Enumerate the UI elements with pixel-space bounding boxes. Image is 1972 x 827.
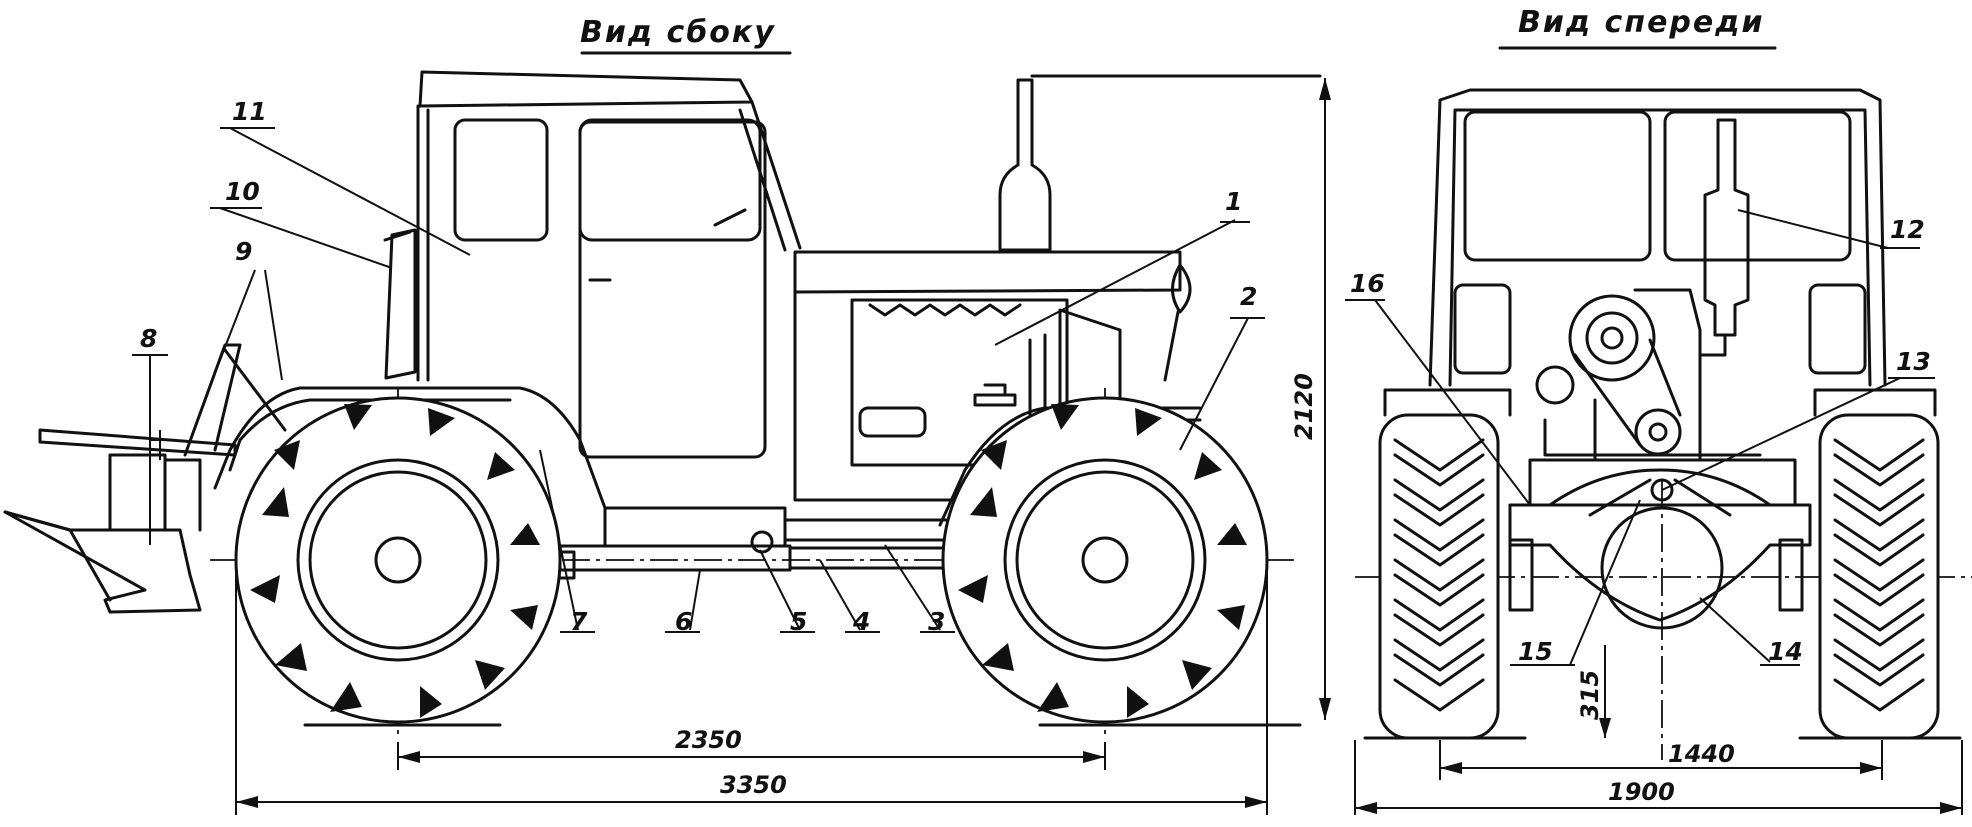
- width-dimension: 1900: [1608, 778, 1675, 806]
- front-lamp-right: [1808, 283, 1867, 375]
- front-fender: [938, 406, 1202, 527]
- callout-15: 15: [1518, 637, 1553, 666]
- height-dimension: 2120: [1290, 373, 1318, 440]
- front-exhaust: [1703, 118, 1750, 337]
- front-dimensions: 315 1440 1900: [1354, 645, 1963, 815]
- callout-13: 13: [1896, 347, 1931, 376]
- callout-11: 11: [232, 97, 267, 126]
- rear-window: [453, 118, 549, 242]
- engine-block: [850, 298, 1069, 467]
- headlight: [1171, 263, 1192, 314]
- front-cab: [1428, 88, 1887, 387]
- wheelbase-dimension: 2350: [675, 726, 742, 754]
- length-dimension: 3350: [720, 771, 787, 799]
- front-tire-left: [1378, 413, 1500, 740]
- callout-8: 8: [140, 324, 157, 353]
- callout-12: 12: [1890, 215, 1925, 244]
- side-view-title: Вид сбоку: [580, 15, 776, 50]
- front-callouts: 12 13 14 15 16: [1345, 209, 1935, 666]
- door-window: [578, 118, 762, 242]
- callout-14: 14: [1768, 637, 1803, 666]
- callout-10: 10: [225, 177, 260, 206]
- hub-left: [1508, 538, 1534, 612]
- front-tire-right: [1818, 413, 1940, 740]
- frame: [550, 506, 1002, 580]
- callout-6: 6: [675, 607, 692, 636]
- hub-right: [1778, 538, 1804, 612]
- side-callouts: 1 2 3 4 5 6 7 8 9 10 11: [132, 97, 1265, 636]
- callout-16: 16: [1350, 269, 1385, 298]
- callout-2: 2: [1240, 282, 1257, 311]
- front-view-title: Вид спереди: [1518, 5, 1765, 40]
- front-view: Вид спереди: [1345, 5, 1972, 815]
- callout-5: 5: [790, 607, 807, 636]
- side-view: Вид сбоку: [3, 15, 1331, 815]
- callout-1: 1: [1225, 187, 1242, 216]
- front-engine: [1535, 288, 1762, 462]
- callout-7: 7: [570, 607, 588, 636]
- windshield-right: [1663, 110, 1852, 262]
- callout-4: 4: [852, 607, 870, 636]
- front-lamp-left: [1453, 283, 1512, 375]
- plow: [3, 343, 287, 614]
- exhaust-stack: [998, 78, 1052, 252]
- front-axle: [1508, 458, 1812, 630]
- engine-hood: [793, 74, 1322, 502]
- windshield-left: [1463, 110, 1652, 262]
- rear-fender: [213, 386, 607, 510]
- front-wheel: [941, 396, 1269, 724]
- rear-wheel: [234, 396, 562, 724]
- callout-3: 3: [928, 607, 945, 636]
- side-dimensions: 2120 2350 3350: [235, 78, 1331, 815]
- clearance-dimension: 315: [1576, 670, 1604, 720]
- cab-door: [578, 120, 767, 459]
- front-track-dimension: 1440: [1668, 740, 1735, 768]
- cab: [383, 70, 802, 459]
- callout-9: 9: [235, 237, 252, 266]
